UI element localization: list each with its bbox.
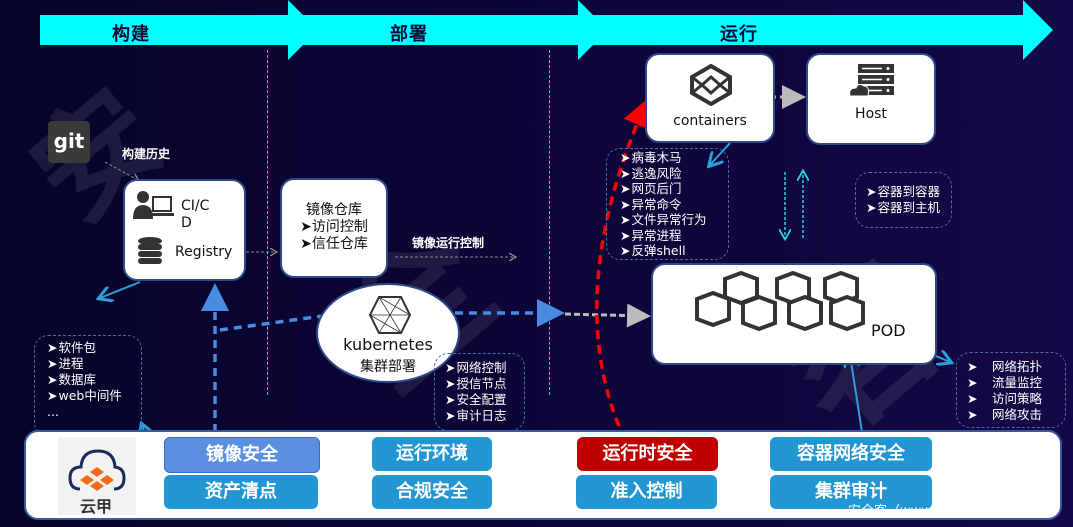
cluster-audit-button[interactable]: 集群审计 (770, 475, 932, 509)
list-item: ➤反弹shell (620, 243, 686, 258)
build-history-label: 构建历史 (122, 147, 171, 161)
image-repo-title: 镜像仓库 (306, 202, 362, 218)
runtime-threats-box: ➤病毒木马 ➤逃逸风险 ➤网页后门 ➤异常命令 ➤文件异常行为 ➤异常进程 ➤反… (606, 148, 729, 260)
pod-card: POD (651, 263, 937, 365)
cloud-logo-icon (68, 449, 126, 491)
developer-laptop-icon (133, 191, 174, 219)
compliance-security-button[interactable]: 合规安全 (372, 475, 492, 509)
traffic-box: ➤容器到容器 ➤容器到主机 (855, 172, 952, 228)
git-to-cicd-arrow (104, 161, 138, 180)
yunjia-logo: 云甲 (58, 437, 136, 516)
cicd-label: CI/C D (181, 198, 210, 231)
list-item: ➤访问策略 (967, 391, 1043, 406)
image-repo-card: 镜像仓库 ➤访问控制 ➤信任仓库 (280, 178, 388, 278)
list-item: ➤web中间件 (47, 388, 122, 403)
list-item: ➤网络拓扑 (967, 359, 1043, 374)
runtime-threats-list: ➤病毒木马 ➤逃逸风险 ➤网页后门 ➤异常命令 ➤文件异常行为 ➤异常进程 ➤反… (620, 150, 707, 259)
list-item: ➤安全配置 (445, 392, 507, 407)
runtime-environment-button[interactable]: 运行环境 (372, 437, 492, 471)
server-cloud-icon (849, 64, 894, 97)
k8s-flow (219, 299, 565, 332)
deploy-to-pod-arrow (564, 303, 651, 328)
list-item: ... (47, 404, 59, 419)
assets-list-box: ➤软件包 ➤进程 ➤数据库 ➤web中间件 ... (34, 335, 142, 437)
network-list: ➤网络拓扑 ➤流量监控 ➤访问策略 ➤网络攻击 (967, 359, 1042, 423)
list-item: ➤网页后门 (620, 181, 682, 196)
list-item: ➤容器到主机 (866, 200, 940, 215)
yunjia-logo-label: 云甲 (80, 497, 113, 516)
host-label: Host (855, 106, 887, 122)
list-item: ➤进程 (47, 356, 84, 371)
image-repo-content: 镜像仓库 ➤访问控制 ➤信任仓库 (282, 202, 386, 253)
list-item: ➤软件包 (47, 340, 96, 355)
pod-label: POD (871, 321, 906, 340)
list-item: ➤病毒木马 (620, 150, 682, 165)
registry-label: Registry (175, 244, 233, 260)
list-item: ➤访问控制 (300, 219, 368, 235)
list-item: ➤数据库 (47, 372, 96, 387)
cicd-to-assets-arrow (100, 281, 141, 298)
capabilities-bar: 云甲 镜像安全 资产清点 运行环境 合规安全 运行时安全 准入控制 容器网络安全… (24, 430, 1062, 520)
list-item: ➤逃逸风险 (620, 165, 682, 181)
stage-label-deploy: 部署 (390, 24, 428, 45)
cicd-registry-card: CI/C D Registry (123, 179, 246, 281)
list-item: ➤文件异常行为 (620, 212, 707, 227)
threat-path-arrow (595, 98, 650, 441)
runtime-security-button[interactable]: 运行时安全 (577, 437, 718, 471)
stage-arrow-deploy (300, 0, 610, 62)
kubernetes-hexagon-icon (368, 296, 412, 334)
list-item: ➤网络攻击 (967, 407, 1043, 422)
host-card: Host (806, 53, 936, 145)
list-item: ➤信任仓库 (300, 236, 368, 252)
list-item: ➤容器到容器 (866, 184, 940, 199)
containers-label: containers (673, 113, 747, 129)
kubernetes-ellipse: kubernetes 集群部署 (316, 283, 460, 383)
list-item: ➤异常命令 (620, 196, 682, 212)
list-item: ➤授信节点 (445, 376, 507, 391)
list-item: ➤审计日志 (445, 408, 507, 423)
git-icon: git (53, 129, 85, 153)
kubernetes-label: kubernetes (343, 335, 433, 354)
traffic-list: ➤容器到容器 ➤容器到主机 (866, 184, 940, 216)
git-logo: git (48, 121, 90, 163)
network-box: ➤网络拓扑 ➤流量监控 ➤访问策略 ➤网络攻击 (956, 352, 1066, 428)
kubernetes-sublabel: 集群部署 (360, 359, 416, 375)
k8s-controls-list: ➤网络控制 ➤授信节点 ➤安全配置 ➤审计日志 (445, 360, 507, 424)
image-security-button[interactable]: 镜像安全 (164, 437, 320, 473)
image-run-control-label: 镜像运行控制 (412, 236, 485, 250)
stage-arrow-run (580, 0, 1055, 62)
stage-divider (267, 50, 268, 395)
pod-cubes-icon (695, 271, 865, 332)
asset-inventory-button[interactable]: 资产清点 (164, 475, 318, 509)
footer-watermark-text: 安全客（www (848, 504, 932, 519)
containers-card: containers (645, 53, 775, 143)
assets-list: ➤软件包 ➤进程 ➤数据库 ➤web中间件 ... (47, 340, 122, 420)
list-item: ➤流量监控 (967, 375, 1043, 390)
container-network-security-button[interactable]: 容器网络安全 (770, 437, 932, 471)
container-cube-icon (690, 64, 732, 106)
stage-label-run: 运行 (720, 24, 758, 45)
admission-control-button[interactable]: 准入控制 (576, 475, 717, 509)
stage-divider (549, 50, 550, 395)
k8s-controls-box: ➤网络控制 ➤授信节点 ➤安全配置 ➤审计日志 (434, 353, 525, 431)
database-icon (138, 237, 162, 264)
stage-label-build: 构建 (112, 24, 150, 45)
list-item: ➤异常进程 (620, 227, 682, 243)
bottom-to-pod-arrow (850, 355, 863, 433)
list-item: ➤网络控制 (445, 360, 507, 375)
pod-vertical-arrows (785, 172, 803, 238)
